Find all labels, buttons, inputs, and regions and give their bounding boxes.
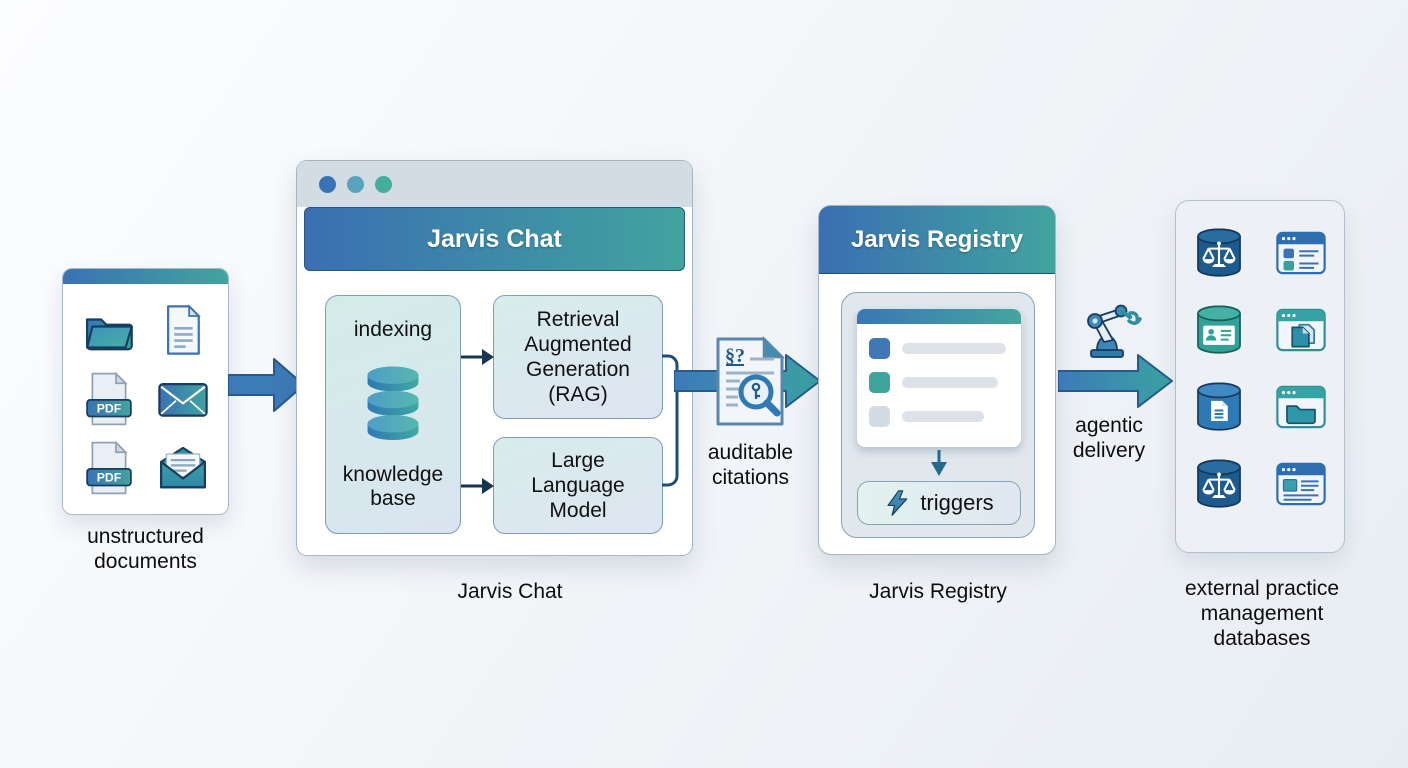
lightning-icon (884, 490, 910, 516)
registry-caption: Jarvis Registry (869, 580, 1007, 603)
triggers-label: triggers (920, 490, 994, 515)
auditable-citations-label: auditable citations (707, 441, 794, 489)
mini-window-header (857, 309, 1021, 324)
chat-header: Jarvis Chat (304, 207, 685, 271)
indexing-knowledge-base-box: indexing knowledge base (325, 295, 461, 534)
pdf-icon (81, 371, 137, 427)
citation-document-icon (712, 335, 788, 428)
folder-icon (81, 302, 137, 358)
row-text-bar (902, 343, 1006, 354)
jarvis-registry-window: Jarvis Registry triggers (818, 205, 1056, 555)
ingest-arrow (228, 358, 305, 412)
row-status-square (869, 406, 890, 427)
window-dot (375, 175, 392, 193)
database-stack-icon (356, 366, 430, 440)
row-text-bar (902, 377, 998, 388)
external-databases-label: external practice management databases (1184, 577, 1340, 650)
window-controls (319, 175, 392, 193)
indexing-label: indexing (353, 318, 433, 341)
row-text-bar (902, 411, 984, 422)
registry-list (857, 324, 1021, 441)
documents-icon-grid (63, 284, 228, 496)
knowledge-base-label: knowledge base (342, 463, 444, 510)
jarvis-chat-window: Jarvis Chat indexing knowledge base Retr… (296, 160, 693, 556)
envelope-open-icon (155, 440, 211, 496)
registry-panel: triggers (841, 292, 1035, 538)
db-document-icon (1191, 379, 1247, 435)
registry-title: Jarvis Registry (850, 225, 1024, 253)
row-status-square (869, 372, 890, 393)
robot-arm-icon (1078, 300, 1142, 358)
external-icon-grid (1176, 201, 1344, 512)
indexing-to-llm-arrow (461, 478, 494, 494)
indexing-to-rag-arrow (461, 349, 494, 365)
triggers-box: triggers (857, 481, 1021, 525)
delivery-arrow (1058, 354, 1173, 408)
window-dot (319, 175, 336, 193)
browser-folder-icon (1273, 379, 1329, 435)
browser-files-icon (1273, 302, 1329, 358)
browser-article-icon (1273, 456, 1329, 512)
browser-list-icon (1273, 225, 1329, 281)
card-header-strip (63, 269, 228, 284)
registry-list-row (869, 338, 1009, 359)
chat-title: Jarvis Chat (427, 224, 562, 253)
llm-label: Large Language Model (531, 448, 625, 523)
window-dot (347, 175, 364, 193)
list-to-triggers-arrow (931, 450, 947, 476)
agentic-delivery-label: agentic delivery (1072, 414, 1146, 462)
row-status-square (869, 338, 890, 359)
db-idcard-icon (1191, 302, 1247, 358)
document-icon (155, 302, 211, 358)
pdf-icon (81, 440, 137, 496)
registry-header: Jarvis Registry (819, 206, 1055, 274)
unstructured-documents-label: unstructured documents (87, 525, 204, 573)
db-scales-icon (1191, 225, 1247, 281)
rag-label: Retrieval Augmented Generation (RAG) (524, 307, 632, 407)
rag-box: Retrieval Augmented Generation (RAG) (493, 295, 663, 419)
external-databases-card (1175, 200, 1345, 553)
llm-box: Large Language Model (493, 437, 663, 534)
chat-caption: Jarvis Chat (457, 580, 563, 603)
registry-list-row (869, 406, 1009, 427)
registry-mini-window (857, 309, 1021, 447)
envelope-icon (155, 371, 211, 427)
output-merge-bracket (662, 354, 679, 487)
unstructured-documents-card (62, 268, 229, 515)
db-scales-icon (1191, 456, 1247, 512)
registry-list-row (869, 372, 1009, 393)
chat-titlebar (297, 161, 692, 207)
